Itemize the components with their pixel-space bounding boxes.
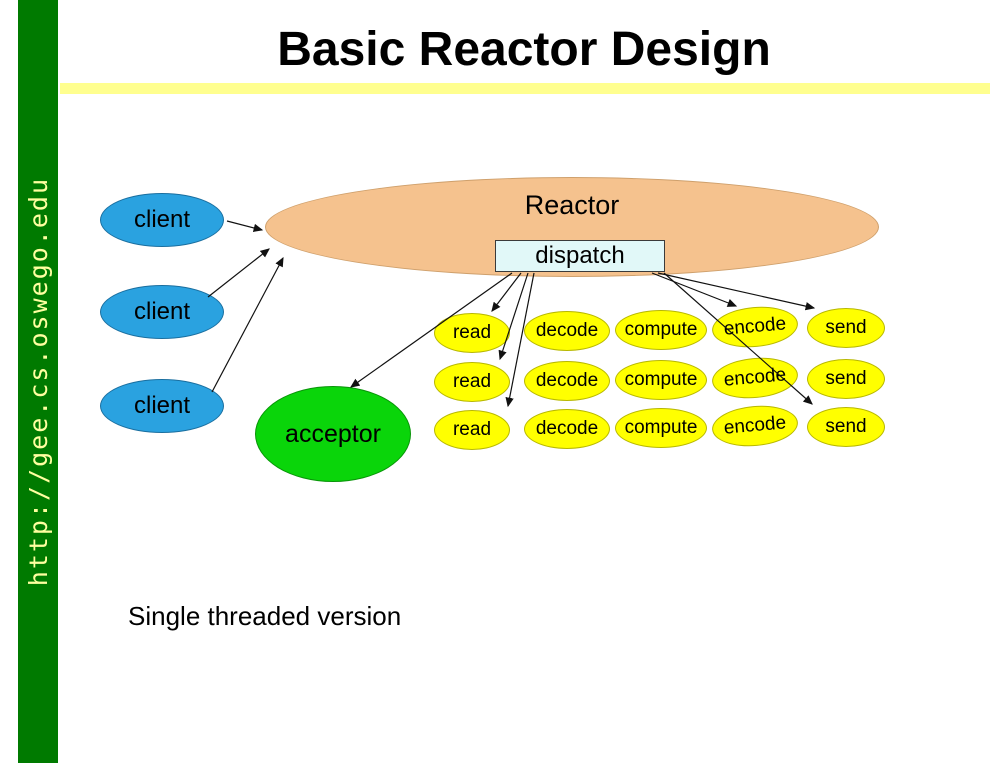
client-ellipse-3: client bbox=[100, 379, 224, 433]
handler-send-1: send bbox=[807, 308, 885, 348]
handler-decode-1: decode bbox=[524, 311, 610, 351]
handler-decode-3: decode bbox=[524, 409, 610, 449]
client-ellipse-2: client bbox=[100, 285, 224, 339]
handler-compute-1: compute bbox=[615, 310, 707, 350]
acceptor-ellipse: acceptor bbox=[255, 386, 411, 482]
handler-send-3: send bbox=[807, 407, 885, 447]
arrow-client1-to-reactor bbox=[226, 220, 264, 232]
handler-read-2: read bbox=[434, 362, 510, 402]
arrow-client3-to-reactor bbox=[211, 256, 284, 393]
handler-read-1: read bbox=[434, 313, 510, 353]
dispatch-box: dispatch bbox=[495, 240, 665, 272]
arrow-client2-to-reactor bbox=[207, 248, 270, 298]
handler-send-2: send bbox=[807, 359, 885, 399]
page-title: Basic Reactor Design bbox=[277, 23, 771, 76]
client-ellipse-1: client bbox=[100, 193, 224, 247]
arrow-dispatch-to-send1 bbox=[657, 272, 816, 311]
reactor-label: Reactor bbox=[524, 190, 620, 220]
arrow-dispatch-to-read1 bbox=[491, 272, 522, 312]
handler-encode-1: encode bbox=[710, 303, 800, 351]
handler-read-3: read bbox=[434, 410, 510, 450]
handler-compute-2: compute bbox=[615, 360, 707, 400]
handler-encode-3: encode bbox=[710, 402, 800, 450]
arrow-dispatch-to-encode1 bbox=[651, 272, 738, 307]
handler-compute-3: compute bbox=[615, 408, 707, 448]
arrow-dispatch-to-read2 bbox=[498, 272, 529, 361]
caption-single-threaded: Single threaded version bbox=[128, 601, 402, 631]
sidebar-url: http://gee.cs.oswego.edu bbox=[23, 176, 53, 587]
handler-decode-2: decode bbox=[524, 361, 610, 401]
sidebar-banner: http://gee.cs.oswego.edu bbox=[18, 0, 58, 763]
handler-encode-2: encode bbox=[710, 354, 800, 402]
title-underline bbox=[60, 83, 990, 94]
